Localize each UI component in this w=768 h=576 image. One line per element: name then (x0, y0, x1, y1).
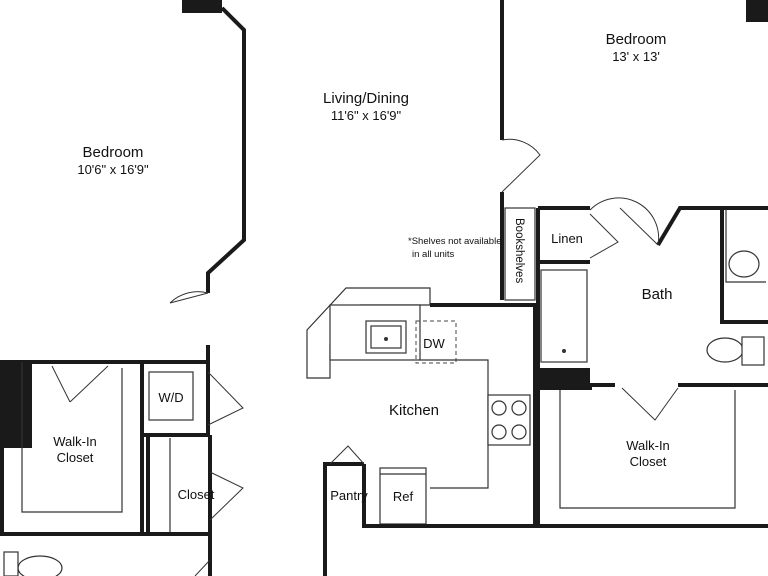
door-pantry (329, 445, 365, 465)
stove (487, 394, 531, 446)
closet-text: Closet (177, 487, 215, 502)
walkin-left-line1: Walk-In (53, 434, 97, 449)
wall-block-top-left (182, 0, 222, 13)
door-wd (207, 371, 244, 426)
label-linen: Linen (551, 229, 583, 248)
label-dishwasher: DW (423, 334, 445, 353)
room-label-living-dining: Living/Dining 11'6" x 16'9" (323, 90, 409, 124)
wall-left-bedroom-angled (206, 6, 246, 293)
bath-sink (728, 250, 760, 278)
door-walkin-left (51, 365, 109, 403)
dishwasher-text: DW (423, 336, 445, 351)
door-bottom-left (194, 559, 211, 576)
bedroom-right-name: Bedroom (605, 31, 667, 48)
door-bath (589, 197, 660, 246)
bedroom-left-dims: 10'6" x 16'9" (77, 162, 149, 177)
wall-block-left (0, 362, 32, 448)
label-bath: Bath (642, 286, 673, 304)
toilet-bottom-left (17, 555, 63, 576)
sink-drain (384, 337, 388, 341)
bath-toilet (706, 337, 744, 363)
bathtub (540, 269, 588, 363)
shelves-note-line2: in all units (412, 248, 455, 260)
vanity-counter (725, 210, 766, 283)
wall-left-bedroom-bottom-b (140, 345, 210, 364)
walkin-right-line1: Walk-In (626, 438, 670, 453)
washer-dryer-box (148, 371, 194, 421)
toilet-tank-bottom-left (3, 551, 19, 576)
wall-bath (536, 260, 615, 390)
wall-block-top-right (746, 0, 768, 22)
room-label-bedroom-right: Bedroom 13' x 13' (606, 31, 667, 65)
label-closet: Closet (178, 485, 215, 504)
label-refrigerator: Ref (393, 487, 413, 506)
living-dining-dims: 11'6" x 16'9" (330, 108, 402, 123)
shelves-note: *Shelves not available in all units (408, 236, 501, 262)
wall-block-bath (538, 368, 590, 388)
dishwasher (415, 320, 457, 364)
door-closet (209, 471, 244, 521)
tub-drain (562, 349, 566, 353)
label-walkin-right: Walk-In Closet (626, 438, 670, 469)
label-washer-dryer: W/D (158, 388, 183, 407)
bookshelf-unit (504, 207, 536, 301)
bedroom-right-dims: 13' x 13' (612, 49, 660, 64)
linen-text: Linen (551, 231, 583, 246)
door-left-bedroom (169, 291, 209, 304)
shelf-walkin-right (559, 390, 736, 509)
wall-right-bedroom-bottom-b (656, 206, 768, 247)
kitchen-text: Kitchen (388, 402, 440, 419)
label-walkin-left: Walk-In Closet (53, 434, 97, 465)
wd-text: W/D (158, 390, 184, 405)
pantry-text: Pantry (330, 488, 368, 503)
label-bookshelves: Bookshelves (513, 218, 525, 284)
bedroom-left-name: Bedroom (82, 144, 144, 161)
room-label-bedroom-left: Bedroom 10'6" x 16'9" (77, 144, 148, 178)
door-linen (589, 213, 619, 259)
door-right-bedroom (501, 138, 541, 193)
shelves-note-line1: *Shelves not available (408, 236, 502, 247)
living-dining-name: Living/Dining (323, 90, 409, 107)
door-walkin-right (621, 387, 679, 421)
bath-text: Bath (641, 286, 673, 303)
walkin-right-line2: Closet (629, 453, 667, 469)
counter-right (420, 359, 489, 489)
wall-bath-right (720, 208, 768, 324)
wall-pantry-right (362, 464, 535, 528)
ref-text: Ref (392, 489, 414, 504)
kitchen-sink-basin (370, 325, 402, 349)
wall-wd (142, 360, 210, 437)
wall-kitchen-top (430, 303, 538, 528)
walkin-left-line2: Closet (56, 449, 94, 465)
label-kitchen: Kitchen (389, 402, 439, 420)
shelf-walkin-left (21, 362, 123, 513)
wall-bottom-left (0, 532, 212, 576)
pantry-wall (323, 462, 364, 576)
bath-toilet-tank (741, 336, 765, 366)
label-pantry: Pantry (330, 486, 368, 505)
